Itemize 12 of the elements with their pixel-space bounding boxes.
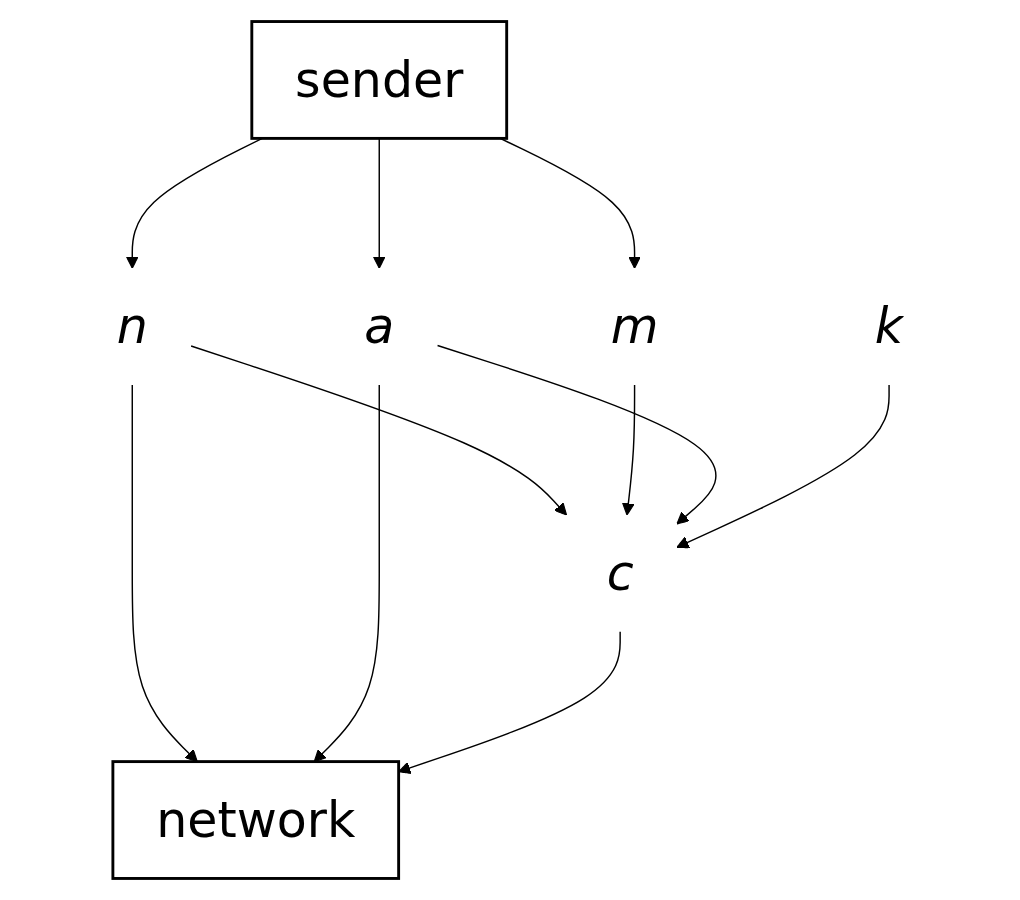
arrow [190,345,568,516]
node-text: m [610,297,659,355]
node-text: n [116,297,148,355]
arrow [622,384,636,516]
node-text: c [606,543,634,602]
arrow [398,631,621,774]
arrow [676,384,890,549]
arrow [436,344,717,525]
node-text: k [874,297,904,355]
node-text: a [364,297,395,355]
node-box: sender [250,20,509,140]
node-box: network [111,760,401,880]
